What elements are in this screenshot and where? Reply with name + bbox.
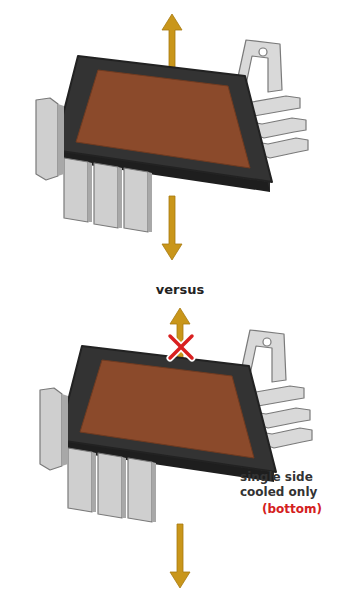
versus-label: versus xyxy=(148,282,212,298)
note-label: single side cooled only xyxy=(240,470,332,500)
note-highlight: (bottom) xyxy=(262,502,342,517)
